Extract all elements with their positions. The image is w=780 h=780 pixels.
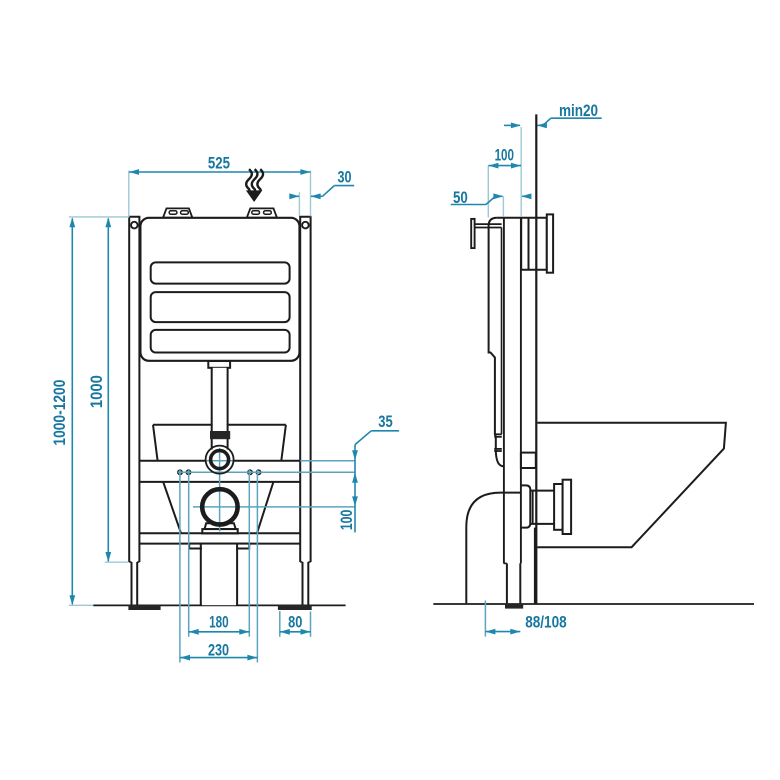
svg-text:50: 50 (453, 189, 468, 207)
svg-text:80: 80 (288, 614, 302, 632)
svg-text:230: 230 (208, 642, 229, 660)
svg-text:100: 100 (495, 146, 514, 164)
svg-text:525: 525 (208, 154, 230, 172)
svg-text:35: 35 (378, 413, 392, 431)
svg-text:88/108: 88/108 (525, 614, 567, 632)
svg-text:1000-1200: 1000-1200 (51, 380, 69, 446)
svg-text:100: 100 (338, 510, 356, 531)
svg-text:30: 30 (338, 168, 352, 186)
svg-text:180: 180 (209, 614, 229, 632)
svg-text:min20: min20 (559, 102, 598, 120)
svg-text:1000: 1000 (88, 375, 106, 408)
